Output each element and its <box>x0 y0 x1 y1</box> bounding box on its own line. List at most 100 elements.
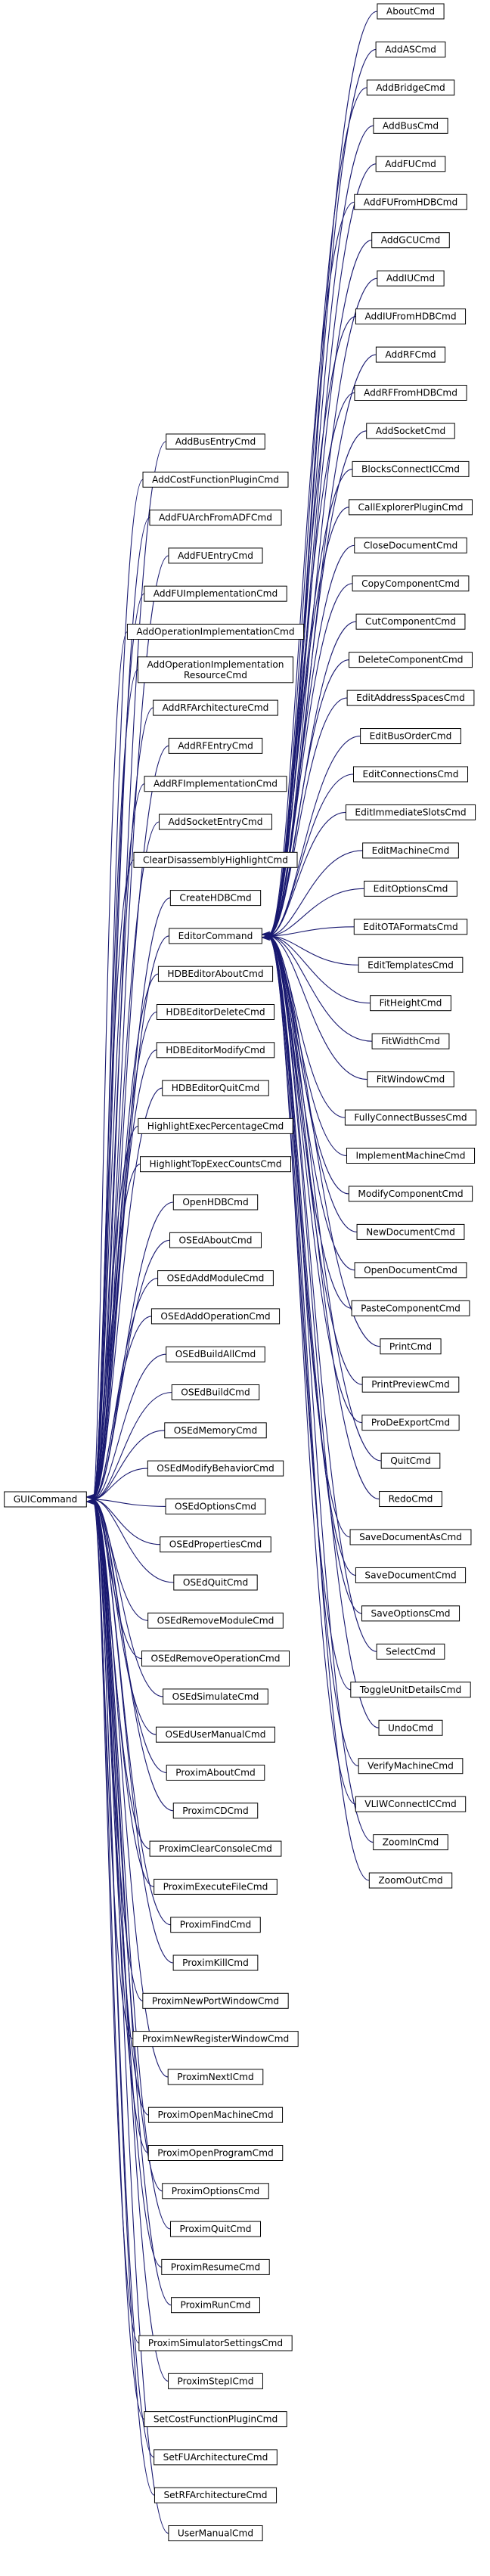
class-node-add-rf-entry-cmd[interactable]: AddRFEntryCmd <box>168 737 263 754</box>
class-node-proxim-find-cmd[interactable]: ProximFindCmd <box>170 1917 261 1933</box>
class-node-edit-ota-formats-cmd[interactable]: EditOTAFormatsCmd <box>353 919 468 935</box>
class-node-os-ed-about-cmd[interactable]: OSEdAboutCmd <box>169 1232 262 1248</box>
class-node-edit-bus-order-cmd[interactable]: EditBusOrderCmd <box>360 728 461 745</box>
class-node-proxim-next-i-cmd[interactable]: ProximNextICmd <box>167 2069 264 2085</box>
class-node-add-fu-from-hdb-cmd[interactable]: AddFUFromHDBCmd <box>354 194 467 210</box>
class-node-os-ed-memory-cmd[interactable]: OSEdMemoryCmd <box>164 1422 267 1439</box>
class-node-delete-component-cmd[interactable]: DeleteComponentCmd <box>349 652 473 668</box>
class-node-save-options-cmd[interactable]: SaveOptionsCmd <box>361 1605 461 1622</box>
class-node-os-ed-build-cmd[interactable]: OSEdBuildCmd <box>171 1384 260 1400</box>
class-node-proxim-resume-cmd[interactable]: ProximResumeCmd <box>161 2258 270 2275</box>
class-node-proxim-cd-cmd[interactable]: ProximCDCmd <box>172 1803 259 1819</box>
class-node-quit-cmd[interactable]: QuitCmd <box>380 1452 441 1469</box>
class-node-hdb-editor-about-cmd[interactable]: HDBEditorAboutCmd <box>157 966 274 982</box>
class-node-edit-immediate-slots-cmd[interactable]: EditImmediateSlotsCmd <box>345 804 476 820</box>
class-node-gui-command[interactable]: GUICommand <box>4 1491 87 1508</box>
class-node-save-document-cmd[interactable]: SaveDocumentCmd <box>355 1567 467 1583</box>
class-node-os-ed-quit-cmd[interactable]: OSEdQuitCmd <box>173 1574 258 1591</box>
class-node-proxim-step-i-cmd[interactable]: ProximStepICmd <box>168 2373 263 2389</box>
class-node-implement-machine-cmd[interactable]: ImplementMachineCmd <box>346 1148 476 1164</box>
class-node-open-hdb-cmd[interactable]: OpenHDBCmd <box>172 1194 259 1211</box>
class-node-print-cmd[interactable]: PrintCmd <box>380 1338 442 1355</box>
class-node-pro-de-export-cmd[interactable]: ProDeExportCmd <box>361 1415 460 1431</box>
class-node-os-ed-simulate-cmd[interactable]: OSEdSimulateCmd <box>163 1688 268 1705</box>
class-node-proxim-open-program-cmd[interactable]: ProximOpenProgramCmd <box>147 2145 284 2161</box>
class-node-fit-height-cmd[interactable]: FitHeightCmd <box>370 995 451 1012</box>
class-node-redo-cmd[interactable]: RedoCmd <box>379 1491 442 1508</box>
class-node-toggle-unit-details-cmd[interactable]: ToggleUnitDetailsCmd <box>350 1682 471 1698</box>
class-node-select-cmd[interactable]: SelectCmd <box>376 1643 445 1660</box>
class-node-edit-address-spaces-cmd[interactable]: EditAddressSpacesCmd <box>346 690 475 706</box>
class-node-editor-command[interactable]: EditorCommand <box>169 928 262 944</box>
class-node-new-document-cmd[interactable]: NewDocumentCmd <box>356 1223 465 1240</box>
class-node-cut-component-cmd[interactable]: CutComponentCmd <box>355 613 466 630</box>
class-node-hdb-editor-delete-cmd[interactable]: HDBEditorDeleteCmd <box>156 1004 275 1020</box>
class-node-add-rf-cmd[interactable]: AddRFCmd <box>375 346 446 363</box>
class-node-paste-component-cmd[interactable]: PasteComponentCmd <box>351 1300 470 1316</box>
class-node-os-ed-user-manual-cmd[interactable]: OSEdUserManualCmd <box>156 1726 275 1743</box>
class-node-add-operation-implementation-cmd[interactable]: AddOperationImplementationCmd <box>126 624 305 640</box>
class-node-os-ed-remove-operation-cmd[interactable]: OSEdRemoveOperationCmd <box>141 1651 290 1667</box>
class-node-hdb-editor-modify-cmd[interactable]: HDBEditorModifyCmd <box>156 1042 275 1059</box>
class-node-os-ed-add-operation-cmd[interactable]: OSEdAddOperationCmd <box>150 1308 281 1325</box>
class-node-add-rf-architecture-cmd[interactable]: AddRFArchitectureCmd <box>153 699 278 716</box>
class-node-proxim-open-machine-cmd[interactable]: ProximOpenMachineCmd <box>147 2106 284 2123</box>
class-node-add-fu-implementation-cmd[interactable]: AddFUImplementationCmd <box>144 585 287 602</box>
class-node-proxim-quit-cmd[interactable]: ProximQuitCmd <box>169 2221 262 2237</box>
class-node-add-cost-function-plugin-cmd[interactable]: AddCostFunctionPluginCmd <box>142 471 289 488</box>
class-node-edit-options-cmd[interactable]: EditOptionsCmd <box>364 880 457 897</box>
class-node-add-rf-from-hdb-cmd[interactable]: AddRFFromHDBCmd <box>354 385 467 401</box>
class-node-verify-machine-cmd[interactable]: VerifyMachineCmd <box>358 1758 464 1775</box>
class-node-proxim-clear-console-cmd[interactable]: ProximClearConsoleCmd <box>149 1840 282 1857</box>
class-node-add-gcu-cmd[interactable]: AddGCUCmd <box>371 232 450 249</box>
class-node-user-manual-cmd[interactable]: UserManualCmd <box>168 2525 263 2541</box>
class-node-edit-machine-cmd[interactable]: EditMachineCmd <box>362 842 459 859</box>
class-node-add-fu-cmd[interactable]: AddFUCmd <box>375 156 446 172</box>
class-node-os-ed-options-cmd[interactable]: OSEdOptionsCmd <box>165 1498 266 1514</box>
class-node-proxim-new-port-window-cmd[interactable]: ProximNewPortWindowCmd <box>142 1992 289 2009</box>
class-node-save-document-as-cmd[interactable]: SaveDocumentAsCmd <box>349 1529 472 1545</box>
class-node-add-as-cmd[interactable]: AddASCmd <box>375 41 446 57</box>
class-node-add-iu-from-hdb-cmd[interactable]: AddIUFromHDBCmd <box>355 308 467 325</box>
class-node-highlight-exec-percentage-cmd[interactable]: HighlightExecPercentageCmd <box>138 1118 293 1134</box>
class-node-fit-width-cmd[interactable]: FitWidthCmd <box>371 1033 450 1049</box>
class-node-os-ed-modify-behavior-cmd[interactable]: OSEdModifyBehaviorCmd <box>147 1460 284 1477</box>
class-node-modify-component-cmd[interactable]: ModifyComponentCmd <box>348 1186 473 1202</box>
class-node-add-iu-cmd[interactable]: AddIUCmd <box>377 270 445 287</box>
class-node-undo-cmd[interactable]: UndoCmd <box>378 1719 443 1736</box>
class-node-highlight-top-exec-counts-cmd[interactable]: HighlightTopExecCountsCmd <box>140 1156 291 1173</box>
class-node-clear-disassembly-highlight-cmd[interactable]: ClearDisassemblyHighlightCmd <box>133 851 298 868</box>
class-node-close-document-cmd[interactable]: CloseDocumentCmd <box>354 537 467 553</box>
class-node-print-preview-cmd[interactable]: PrintPreviewCmd <box>361 1376 460 1393</box>
class-node-fit-window-cmd[interactable]: FitWindowCmd <box>367 1071 454 1088</box>
class-node-zoom-in-cmd[interactable]: ZoomInCmd <box>373 1834 448 1851</box>
class-node-os-ed-remove-module-cmd[interactable]: OSEdRemoveModuleCmd <box>147 1612 284 1629</box>
class-node-add-socket-entry-cmd[interactable]: AddSocketEntryCmd <box>159 814 272 830</box>
class-node-blocks-connect-ic-cmd[interactable]: BlocksConnectICCmd <box>352 460 470 477</box>
class-node-proxim-kill-cmd[interactable]: ProximKillCmd <box>172 1954 259 1971</box>
class-node-add-fu-entry-cmd[interactable]: AddFUEntryCmd <box>168 547 263 564</box>
class-node-os-ed-properties-cmd[interactable]: OSEdPropertiesCmd <box>160 1536 271 1553</box>
class-node-hdb-editor-quit-cmd[interactable]: HDBEditorQuitCmd <box>162 1080 269 1096</box>
class-node-os-ed-build-all-cmd[interactable]: OSEdBuildAllCmd <box>166 1346 265 1362</box>
class-node-proxim-about-cmd[interactable]: ProximAboutCmd <box>166 1765 265 1781</box>
class-node-edit-templates-cmd[interactable]: EditTemplatesCmd <box>358 956 464 973</box>
class-node-proxim-execute-file-cmd[interactable]: ProximExecuteFileCmd <box>154 1878 278 1895</box>
class-node-proxim-simulator-settings-cmd[interactable]: ProximSimulatorSettingsCmd <box>138 2335 293 2351</box>
class-node-add-rf-implementation-cmd[interactable]: AddRFImplementationCmd <box>144 776 287 792</box>
class-node-add-fu-arch-from-adf-cmd[interactable]: AddFUArchFromADFCmd <box>149 510 282 526</box>
class-node-proxim-options-cmd[interactable]: ProximOptionsCmd <box>162 2183 269 2199</box>
class-node-set-rf-architecture-cmd[interactable]: SetRFArchitectureCmd <box>154 2487 278 2503</box>
class-node-copy-component-cmd[interactable]: CopyComponentCmd <box>352 575 470 592</box>
class-node-proxim-run-cmd[interactable]: ProximRunCmd <box>171 2297 260 2314</box>
class-node-set-fu-architecture-cmd[interactable]: SetFUArchitectureCmd <box>154 2449 278 2466</box>
class-node-os-ed-add-module-cmd[interactable]: OSEdAddModuleCmd <box>157 1270 274 1287</box>
class-node-add-bus-entry-cmd[interactable]: AddBusEntryCmd <box>166 433 265 450</box>
class-node-call-explorer-plugin-cmd[interactable]: CallExplorerPluginCmd <box>349 499 473 516</box>
class-node-vliw-connect-ic-cmd[interactable]: VLIWConnectICCmd <box>355 1796 467 1812</box>
class-node-open-document-cmd[interactable]: OpenDocumentCmd <box>354 1262 467 1279</box>
class-node-create-hdb-cmd[interactable]: CreateHDBCmd <box>169 890 262 907</box>
class-node-add-socket-cmd[interactable]: AddSocketCmd <box>366 423 455 439</box>
class-node-fully-connect-busses-cmd[interactable]: FullyConnectBussesCmd <box>344 1109 477 1126</box>
